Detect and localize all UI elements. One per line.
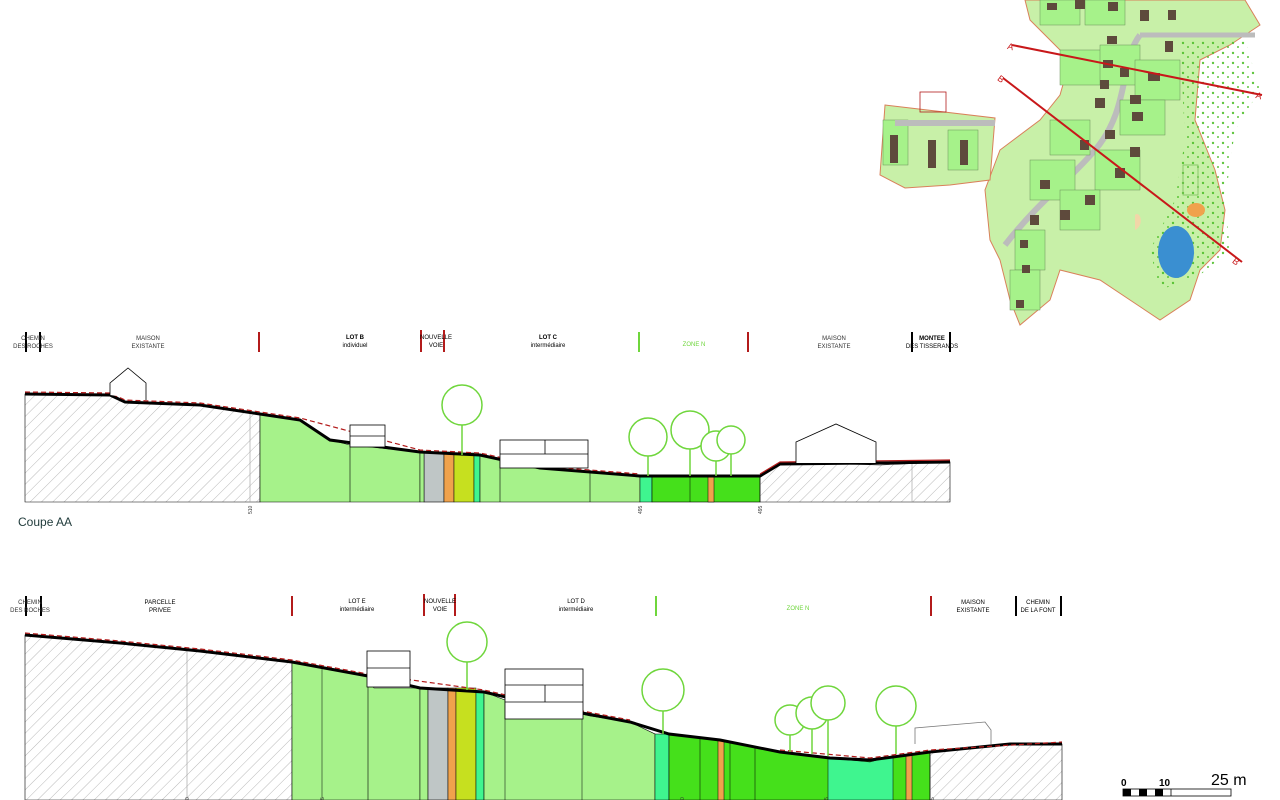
bb-lot-e-house (366, 650, 411, 688)
label-lot-c-type: intermédiaire (531, 343, 566, 349)
label-chemin-roches-2: DES ROCHES (13, 344, 53, 350)
label-maison-existante: MAISON (136, 336, 160, 342)
bb-hatched-east (929, 743, 1063, 800)
label-montee-2: DES TISSERANDS (906, 344, 958, 350)
label-zone-n: ZONE N (683, 342, 706, 348)
section-aa-title: Coupe AA (18, 515, 72, 529)
bb-label-maison: MAISON (961, 600, 985, 606)
bb-label-chemin-font-2: DE LA FONT (1020, 608, 1055, 614)
aa-zone-n (651, 475, 761, 503)
label-nouvelle-voie-2: VOIE (429, 343, 443, 349)
bb-hatched-west (24, 634, 293, 800)
label-nouvelle-voie: NOUVELLE (420, 335, 452, 341)
aa-lot-b (259, 413, 421, 503)
aa-road (423, 451, 445, 503)
bb-label-maison-2: EXISTANTE (957, 608, 990, 614)
scale-bar: 0 10 25 m (1121, 772, 1247, 797)
bb-trees (446, 621, 917, 756)
bb-existing-house (914, 721, 992, 744)
bb-level-1: 0 (185, 797, 191, 800)
aa-level-495-b: 495 (758, 505, 764, 514)
bb-level-4: 5 (824, 797, 830, 800)
aa-level-510: 510 (248, 505, 254, 514)
label-maison-existante-east: MAISON (822, 336, 846, 342)
bb-label-nouvelle-voie-2: VOIE (433, 607, 447, 613)
bb-level-5: 5 (930, 797, 936, 800)
bb-label-zone-n: ZONE N (787, 606, 810, 612)
section-line-a (1011, 44, 1263, 96)
label-lot-b-type: individuel (342, 343, 367, 349)
bb-road (427, 687, 449, 800)
section-b-marker-west: B (996, 73, 1007, 85)
bb-label-parcelle-2: PRIVEE (149, 608, 171, 614)
bb-label-chemin-font: CHEMIN (1026, 600, 1050, 606)
aa-hatched-east (759, 461, 951, 503)
label-lot-c: LOT C (539, 335, 558, 341)
bb-label-lot-d-type: intermédiaire (559, 607, 594, 613)
bb-label-lot-e-type: intermédiaire (340, 607, 375, 613)
scale-label-0: 0 (1121, 778, 1127, 789)
site-plan: A A B B (879, 0, 1263, 326)
label-lot-b: LOT B (346, 335, 365, 341)
aa-existing-house-east (795, 423, 877, 463)
section-aa: CHEMIN DES ROCHES MAISON EXISTANTE LOT B… (13, 330, 958, 529)
section-a-marker-east: A (1255, 90, 1263, 101)
bb-label-lot-d: LOT D (567, 599, 585, 605)
section-line-b (1002, 77, 1243, 263)
aa-trees (441, 384, 746, 476)
label-montee: MONTEE (919, 336, 945, 342)
section-b-marker-east: B (1230, 256, 1241, 268)
section-bb: CHEMIN DES ROCHES PARCELLE PRIVEE LOT E … (10, 594, 1063, 800)
section-a-marker-west: A (1006, 41, 1014, 52)
bb-label-chemin-roches-2: DES ROCHES (10, 608, 50, 614)
bb-label-lot-e: LOT E (348, 599, 365, 605)
bb-level-2: 5 (320, 797, 326, 800)
bb-level-3: 0 (680, 797, 686, 800)
scale-label-10: 10 (1159, 778, 1171, 789)
bb-label-nouvelle-voie: NOUVELLE (424, 599, 456, 605)
bb-label-chemin-roches: CHEMIN (18, 600, 42, 606)
label-chemin-roches: CHEMIN (21, 336, 45, 342)
label-maison-existante-2: EXISTANTE (132, 344, 165, 350)
bb-lot-d-house (504, 668, 584, 720)
aa-level-495-a: 495 (638, 505, 644, 514)
bb-label-parcelle: PARCELLE (145, 600, 176, 606)
aa-existing-house-west (109, 367, 147, 400)
plan-pond (1158, 226, 1194, 278)
scale-label-total: 25 m (1211, 772, 1247, 789)
label-maison-existante-east-2: EXISTANTE (818, 344, 851, 350)
